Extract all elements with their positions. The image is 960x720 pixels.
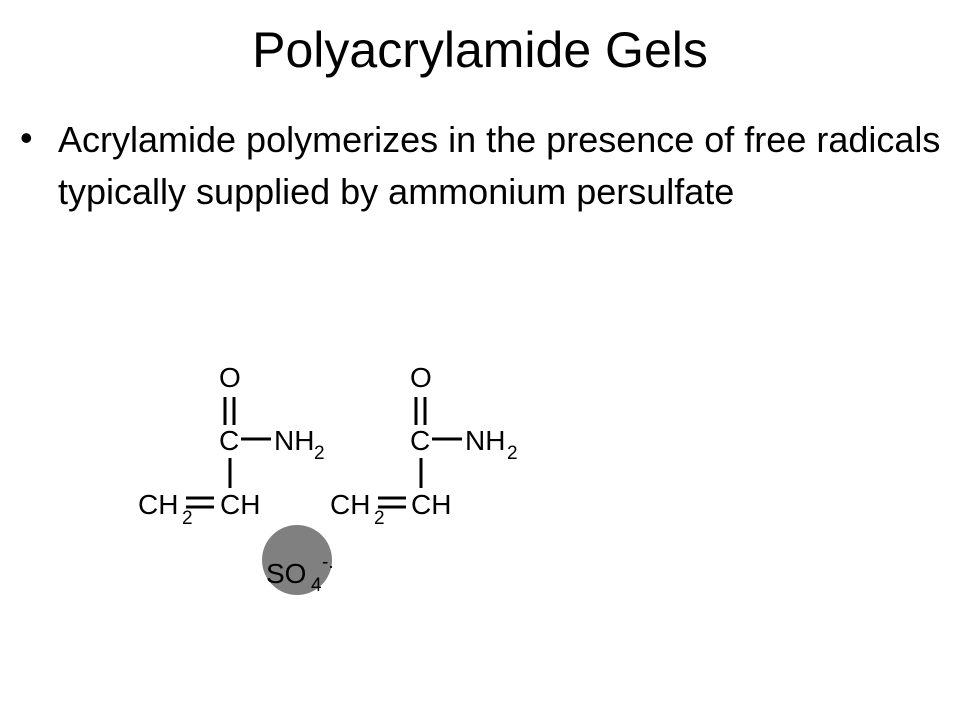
carbonyl-carbon: C <box>410 425 430 456</box>
bullet-dot: • <box>20 117 33 158</box>
amide-subscript: 2 <box>507 443 518 464</box>
bullet-text: Acrylamide polymerizes in the presence o… <box>58 119 941 212</box>
acrylamide-monomer-1: O C NH 2 CH 2 CH <box>138 362 325 529</box>
acrylamide-monomer-2: O C NH 2 CH 2 CH <box>330 362 518 529</box>
amide-subscript: 2 <box>314 443 325 464</box>
methylene-group: CH <box>138 489 178 520</box>
methine-group: CH <box>411 489 451 520</box>
methylene-subscript: 2 <box>182 508 193 529</box>
methylene-subscript: 2 <box>374 508 385 529</box>
amide-group: NH <box>465 425 505 456</box>
oxygen-atom: O <box>410 362 432 393</box>
sulfate-radical: SO 4 -. <box>266 552 334 596</box>
slide-title: Polyacrylamide Gels <box>252 22 708 78</box>
radical-charge-superscript: -. <box>322 552 334 573</box>
sulfate-radical-circle <box>262 525 332 595</box>
methine-group: CH <box>220 489 260 520</box>
oxygen-atom: O <box>219 362 241 393</box>
sulfate-label: SO <box>266 558 306 589</box>
carbonyl-carbon: C <box>219 425 239 456</box>
amide-group: NH <box>274 425 314 456</box>
methylene-group: CH <box>330 489 370 520</box>
bullet-item: • Acrylamide polymerizes in the presence… <box>20 114 950 218</box>
sulfate-subscript: 4 <box>311 575 322 596</box>
